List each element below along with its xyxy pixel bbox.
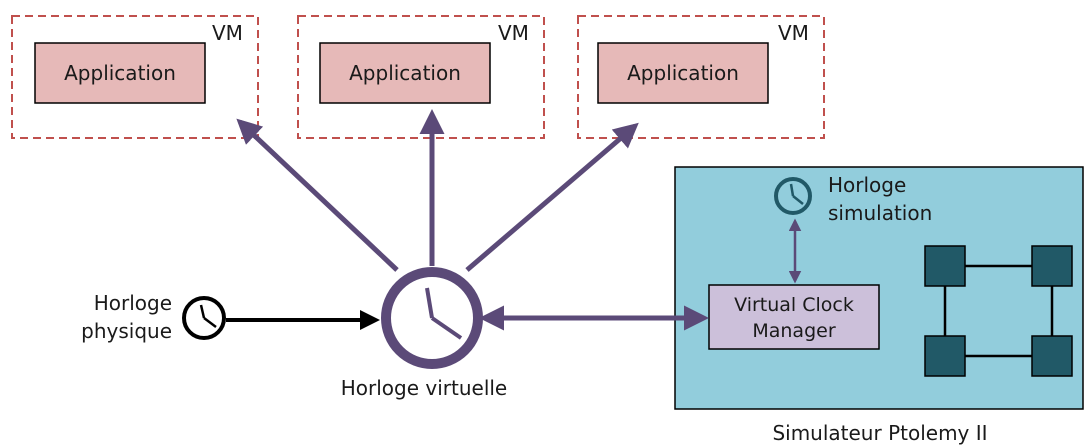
simulation-clock-icon bbox=[774, 177, 812, 215]
node-bottom-left bbox=[924, 335, 966, 377]
simulation-clock-label-line2: simulation bbox=[828, 201, 932, 225]
application-box-2: Application bbox=[319, 42, 491, 104]
vcm-label-line1: Virtual Clock bbox=[734, 294, 854, 316]
virtual-clock-manager-box: Virtual Clock Manager bbox=[708, 284, 880, 350]
application-label-1: Application bbox=[64, 61, 176, 85]
application-box-1: Application bbox=[34, 42, 206, 104]
vm-label-2: VM bbox=[498, 21, 529, 45]
vm-box-2: VM Application bbox=[297, 15, 545, 139]
physical-clock-icon bbox=[182, 296, 226, 340]
application-box-3: Application bbox=[597, 42, 769, 104]
arrow-to-vm-1 bbox=[236, 118, 399, 272]
vm-box-1: VM Application bbox=[11, 15, 259, 139]
physical-clock-label-line1: Horloge bbox=[94, 291, 172, 315]
vcm-label-line2: Manager bbox=[752, 320, 835, 342]
vm-box-3: VM Application bbox=[577, 15, 825, 139]
application-label-2: Application bbox=[349, 61, 461, 85]
node-bottom-right bbox=[1031, 335, 1073, 377]
vm-label-1: VM bbox=[212, 21, 243, 45]
node-top-right bbox=[1031, 245, 1073, 287]
node-top-left bbox=[924, 245, 966, 287]
simulation-clock-label-line1: Horloge bbox=[828, 173, 906, 197]
vm-label-3: VM bbox=[778, 21, 809, 45]
arrow-to-vm-3 bbox=[465, 122, 639, 272]
application-label-3: Application bbox=[627, 61, 739, 85]
node-network bbox=[924, 245, 1073, 377]
virtual-clock-icon bbox=[381, 267, 483, 369]
simulator-title: Simulateur Ptolemy II bbox=[772, 421, 987, 445]
virtual-clock-label: Horloge virtuelle bbox=[341, 376, 508, 400]
physical-clock-label-line2: physique bbox=[81, 319, 172, 343]
